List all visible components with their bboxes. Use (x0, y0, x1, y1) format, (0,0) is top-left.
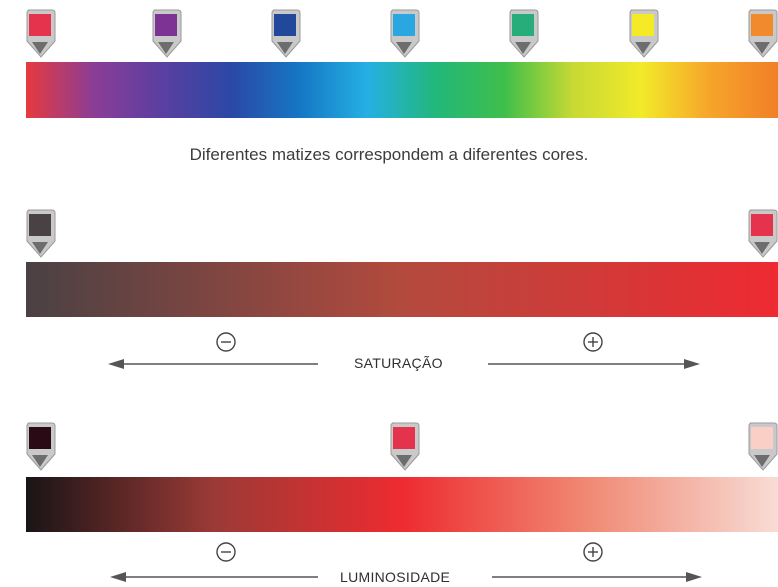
saturation-bar (26, 262, 778, 317)
marker-hue-green (509, 9, 539, 58)
luminosity-label: LUMINOSIDADE (334, 569, 457, 585)
saturation-arrow (108, 359, 700, 369)
marker-lum-red (390, 422, 420, 471)
luminosity-markers (26, 422, 778, 471)
marker-lum-dark (26, 422, 56, 471)
marker-hue-orange (748, 9, 778, 58)
luminosity-bar (26, 477, 778, 532)
marker-hue-purple (152, 9, 182, 58)
luminosity-plus-icon (583, 542, 603, 562)
marker-lum-light (748, 422, 778, 471)
hue-caption: Diferentes matizes correspondem a difere… (189, 145, 589, 164)
marker-hue-cyan (390, 9, 420, 58)
luminosity-arrow (110, 572, 702, 582)
marker-sat-low-saturation (26, 209, 56, 258)
saturation-plus-icon (583, 332, 603, 352)
marker-hue-red (26, 9, 56, 58)
saturation-minus-icon (216, 332, 236, 352)
saturation-markers (26, 209, 778, 258)
marker-sat-high-saturation (748, 209, 778, 258)
marker-hue-yellow (629, 9, 659, 58)
hue-markers (26, 9, 778, 58)
luminosity-minus-icon (216, 542, 236, 562)
marker-hue-dark-blue (271, 9, 301, 58)
saturation-label: SATURAÇÃO (348, 355, 449, 371)
hue-bar (26, 62, 778, 118)
